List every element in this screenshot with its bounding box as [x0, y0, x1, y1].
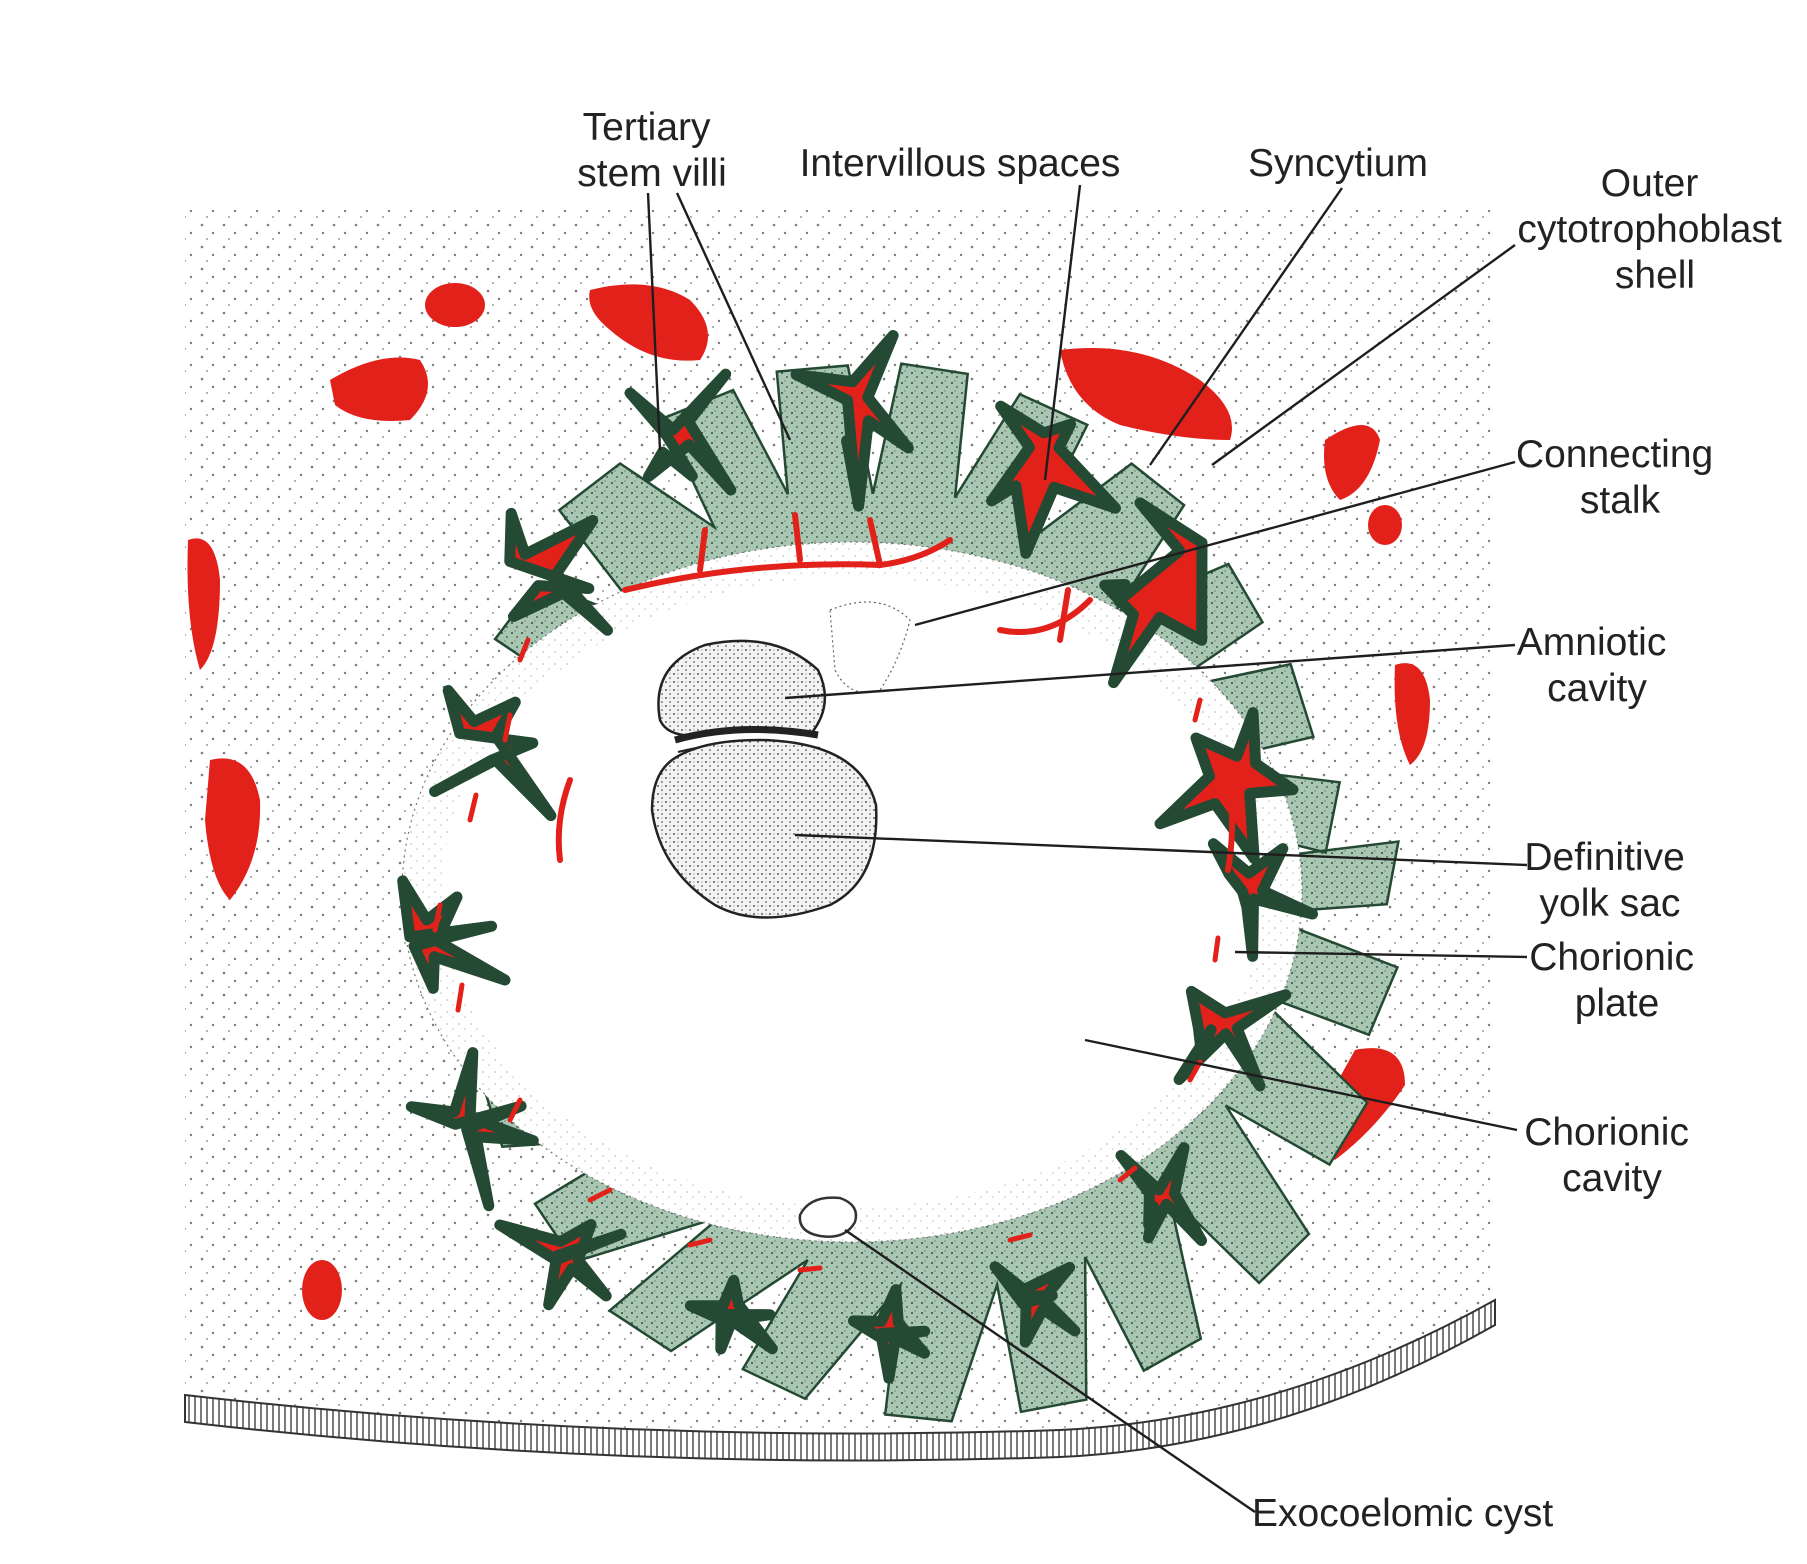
label-line: plate — [1575, 982, 1660, 1025]
label-line: Syncytium — [1248, 142, 1428, 185]
label-line: Tertiary — [583, 106, 711, 149]
label-line: shell — [1615, 254, 1695, 297]
label-line: Intervillous spaces — [800, 142, 1121, 185]
mesoderm-vessels — [432, 637, 1221, 1273]
label-chorionic-cavity: Chorionic cavity — [1524, 1111, 1700, 1200]
label-chorionic-plate: Chorionic plate — [1529, 936, 1705, 1025]
label-outer-cytotrophoblast-shell: Outer cytotrophoblast shell — [1517, 162, 1792, 297]
label-definitive-yolk-sac: Definitive yolk sac — [1524, 836, 1695, 925]
label-line: Amniotic — [1517, 621, 1667, 664]
label-line: Outer — [1601, 162, 1699, 205]
label-intervillous-spaces: Intervillous spaces — [800, 142, 1121, 185]
label-line: cytotrophoblast — [1517, 208, 1782, 251]
label-line: stalk — [1580, 479, 1661, 522]
connecting-stalk — [829, 601, 911, 694]
label-line: Chorionic — [1529, 936, 1694, 979]
chorionic-plate-vessels — [555, 512, 1236, 873]
label-line: Chorionic — [1524, 1111, 1689, 1154]
label-syncytium: Syncytium — [1248, 142, 1428, 185]
maternal-blood-lakes — [187, 283, 1430, 1320]
label-connecting-stalk: Connecting stalk — [1516, 433, 1724, 522]
exocoelomic-cyst — [798, 1196, 858, 1238]
label-line: cavity — [1547, 667, 1647, 710]
amniotic-cavity — [657, 639, 827, 737]
leader-lines — [646, 184, 1528, 1513]
label-line: Exocoelomic cyst — [1252, 1492, 1553, 1535]
label-line: cavity — [1562, 1157, 1662, 1200]
label-line: yolk sac — [1540, 882, 1681, 925]
uterine-epithelium — [184, 1298, 1496, 1462]
labels: Tertiary stem villi Intervillous spaces … — [577, 106, 1792, 1535]
label-exocoelomic-cyst: Exocoelomic cyst — [1252, 1492, 1553, 1535]
villus-cores — [397, 330, 1318, 1384]
definitive-yolk-sac — [650, 738, 878, 919]
label-amniotic-cavity: Amniotic cavity — [1517, 621, 1677, 710]
label-tertiary-stem-villi: Tertiary stem villi — [577, 106, 727, 195]
label-line: Connecting — [1516, 433, 1713, 476]
chorionic-cavity — [401, 541, 1303, 1243]
label-line: Definitive — [1524, 836, 1684, 879]
label-line: stem villi — [577, 152, 727, 195]
